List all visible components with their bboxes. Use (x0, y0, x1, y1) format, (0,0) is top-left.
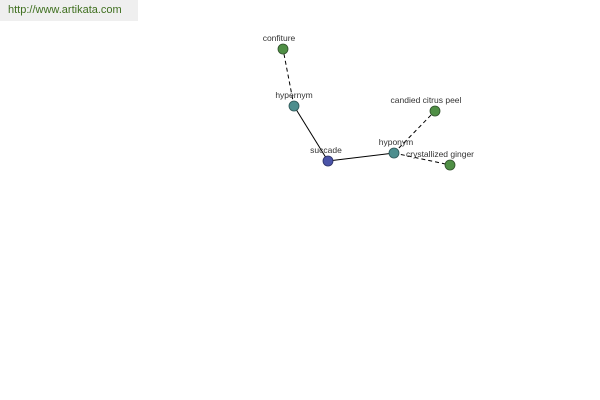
node-hypernym[interactable]: hypernym (275, 90, 313, 112)
edge-hyponym-crystallized-ginger (393, 152, 451, 166)
node-hyponym[interactable]: hyponym (379, 137, 414, 159)
edge-succade-hyponym (327, 152, 395, 162)
node-label: crystallized ginger (406, 149, 474, 159)
node-dot[interactable] (322, 155, 334, 167)
node-dot[interactable] (277, 43, 289, 55)
edge-hypernym-confiture (282, 48, 295, 107)
node-succade[interactable]: succade (310, 145, 342, 167)
node-candied-citrus-peel[interactable]: candied citrus peel (391, 95, 462, 117)
node-dot[interactable] (388, 147, 400, 159)
edge-succade-hypernym (293, 105, 329, 162)
node-label: hyponym (379, 137, 414, 147)
node-crystallized-ginger[interactable]: crystallized ginger (406, 149, 474, 171)
node-confiture[interactable]: confiture (263, 33, 296, 55)
node-dot[interactable] (288, 100, 300, 112)
graph-edges (282, 48, 451, 166)
node-label: confiture (263, 33, 296, 43)
edge-hyponym-candied-citrus-peel (393, 110, 436, 154)
node-label: hypernym (275, 90, 312, 100)
site-url[interactable]: http://www.artikata.com (0, 0, 138, 21)
node-dot[interactable] (429, 105, 441, 117)
node-label: succade (310, 145, 342, 155)
node-label: candied citrus peel (391, 95, 462, 105)
node-dot[interactable] (444, 159, 456, 171)
